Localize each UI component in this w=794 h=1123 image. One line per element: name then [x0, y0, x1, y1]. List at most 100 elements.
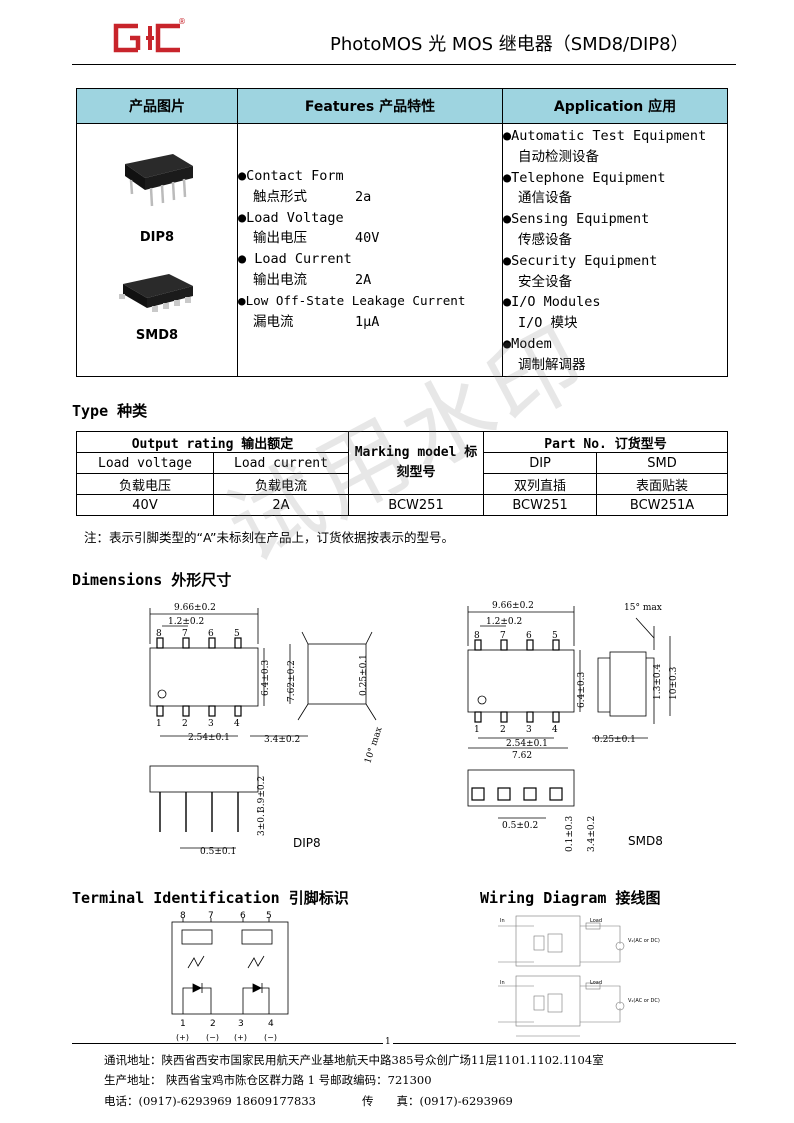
app-sensing: ●Sensing Equipment: [503, 211, 650, 228]
smd-pin-6: 6: [526, 631, 532, 641]
app-modem-zh: 调制解调器: [518, 356, 586, 373]
smd-header: SMD: [596, 452, 728, 474]
feature-leakage-zh: 漏电流: [253, 313, 294, 330]
dip-pin-2: 2: [182, 719, 188, 729]
load-voltage-zh: 负载电压: [76, 473, 214, 495]
smd-pin-4: 4: [552, 725, 558, 735]
terminal-heading: Terminal Identification 引脚标识: [72, 889, 349, 907]
term-pol-3: (+): [234, 1033, 247, 1042]
footer-address: 通讯地址：陕西省西安市国家民用航天产业基地航天中路385号众创广场11层1101…: [104, 1052, 604, 1068]
smd-pitch-label: 2.54±0.1: [506, 739, 548, 749]
feature-load-current: ● Load Current: [238, 251, 352, 268]
registered-mark: ®: [178, 18, 186, 26]
wiring-in-1: In: [500, 918, 505, 924]
dimensions-heading: Dimensions 外形尺寸: [72, 571, 232, 589]
smd-leadthk-label: 0.25±0.1: [594, 735, 636, 745]
smd-pin-3: 3: [526, 725, 532, 735]
term-pin-2: 2: [210, 1019, 216, 1029]
document-title: PhotoMOS 光 MOS 继电器（SMD8/DIP8）: [330, 34, 689, 55]
dip8-dimension-drawing: 9.66±0.2 1.2±0.2 8 7 6 5 2 1 3 4 2.54±0.…: [149, 603, 385, 857]
product-table: 产品图片 Features 产品特性 Application 应用 DIP8: [76, 88, 728, 377]
wiring-heading: Wiring Diagram 接线图: [480, 889, 661, 907]
smd-bodyh-label: 3.4±0.2: [587, 816, 597, 852]
term-pol-2: (−): [206, 1033, 219, 1042]
smd-overall-label: 10±0.3: [669, 666, 679, 700]
smd-leadw-label: 0.5±0.2: [502, 821, 538, 831]
terminal-diagram: 8 7 6 5 1 2 3 4 (+) (−) (+) (−): [171, 911, 289, 1042]
row-smd-part: BCW251A: [596, 494, 728, 516]
smd-row-label: 7.62: [512, 751, 532, 761]
company-logo: ®: [113, 18, 186, 53]
dip-pinspan-label: 1.2±0.2: [168, 617, 204, 627]
feature-contact-form: ●Contact Form: [238, 168, 344, 184]
dip8-caption: DIP8: [139, 230, 175, 245]
wiring-diagram: In In Load Load V₁(AC or DC) V₁(AC or DC…: [498, 915, 660, 1037]
term-pin-3: 3: [238, 1019, 244, 1029]
factory-label: 生产地址：: [104, 1073, 162, 1087]
feature-leakage-row: 漏电流 1μA: [238, 312, 465, 333]
term-pin-7: 7: [208, 911, 214, 921]
app-security-zh: 安全设备: [518, 273, 572, 290]
feature-load-voltage-row: 输出电压 40V: [238, 228, 465, 249]
row-dip-part: BCW251: [482, 494, 598, 516]
dip-rowpitch-label: 7.62±0.2: [287, 660, 297, 702]
feature-leakage-value: 1μA: [355, 313, 380, 330]
footer-factory: 生产地址：陕西省宝鸡市陈仓区群力路 1 号邮政编码：721300: [104, 1072, 432, 1088]
image-cell: DIP8 SMD8: [76, 123, 238, 377]
col-header-application: Application 应用: [502, 88, 728, 124]
wiring-source-2: V₁(AC or DC): [628, 998, 660, 1004]
type-note: 注：表示引脚类型的“A”未标刻在产品上，订货依据按表示的型号。: [84, 530, 454, 545]
dip-leadw-label: 0.5±0.1: [200, 847, 236, 857]
dip-pin-5: 5: [234, 629, 240, 639]
smd-pin-2: 2: [500, 725, 506, 735]
term-pol-1: (+): [176, 1033, 189, 1042]
smd8-dimension-drawing: 9.66±0.2 1.2±0.2 8 7 6 5 1 2 3 4 2.54±0.…: [467, 601, 679, 852]
smd-width-label: 9.66±0.2: [492, 601, 534, 611]
app-security: ●Security Equipment: [503, 252, 658, 269]
term-pin-1: 1: [180, 1019, 186, 1029]
feature-contact-form-zh: 触点形式: [253, 188, 307, 205]
wiring-in-2: In: [500, 980, 505, 986]
load-current-zh: 负载电流: [213, 473, 349, 495]
dip-pin-7: 7: [182, 629, 188, 639]
feature-leakage: ●Low Off-State Leakage Current: [238, 292, 466, 308]
fax-value: (0917)-6293969: [419, 1094, 513, 1108]
smd8-photo: [119, 274, 193, 312]
dip-standoff-label: 3±0.1: [257, 808, 267, 836]
app-telephone: ●Telephone Equipment: [503, 169, 666, 186]
smd-pin-5: 5: [552, 631, 558, 641]
dip-pin-8: 8: [156, 629, 162, 639]
dip-zh: 双列直插: [482, 473, 598, 495]
row-marking: BCW251: [348, 494, 484, 516]
smd-pinspan-label: 1.2±0.2: [486, 617, 522, 627]
smd-pin-7: 7: [500, 631, 506, 641]
dip-pin-6: 6: [208, 629, 214, 639]
row-current: 2A: [213, 494, 349, 516]
footer-fax: 传 真：(0917)-6293969: [362, 1093, 513, 1109]
feature-load-voltage-zh: 输出电压: [253, 230, 307, 247]
smd-standoff-label: 0.1±0.3: [565, 816, 575, 852]
wiring-load-1: Load: [590, 918, 602, 924]
type-heading: Type 种类: [72, 402, 148, 420]
dip-bodyh-label: 3.9±0.2: [257, 776, 267, 812]
application-cell: ●Automatic Test Equipment 自动检测设备 ●Teleph…: [502, 123, 728, 377]
feature-load-current-zh: 输出电流: [253, 271, 307, 288]
type-table: Output rating 输出额定 Marking model 标刻型号 Pa…: [76, 431, 728, 516]
dip-pitch-label: 2.54±0.1: [188, 733, 230, 743]
app-io: ●I/O Modules: [503, 294, 601, 311]
app-ate-zh: 自动检测设备: [518, 148, 599, 165]
dip-height-label: 6.4±0.3: [261, 660, 271, 696]
feature-load-voltage-value: 40V: [355, 230, 380, 247]
app-sensing-zh: 传感设备: [518, 231, 572, 248]
app-modem: ●Modem: [503, 335, 552, 352]
term-pin-8: 8: [180, 911, 186, 921]
smd-height-label: 6.4±0.3: [577, 672, 587, 708]
header-rule: [72, 64, 736, 65]
feature-load-voltage: ●Load Voltage: [238, 209, 344, 226]
load-voltage-header: Load voltage: [76, 452, 214, 474]
smd-angle-label: 15° max: [624, 603, 662, 613]
fax-label: 传 真：: [362, 1094, 420, 1108]
